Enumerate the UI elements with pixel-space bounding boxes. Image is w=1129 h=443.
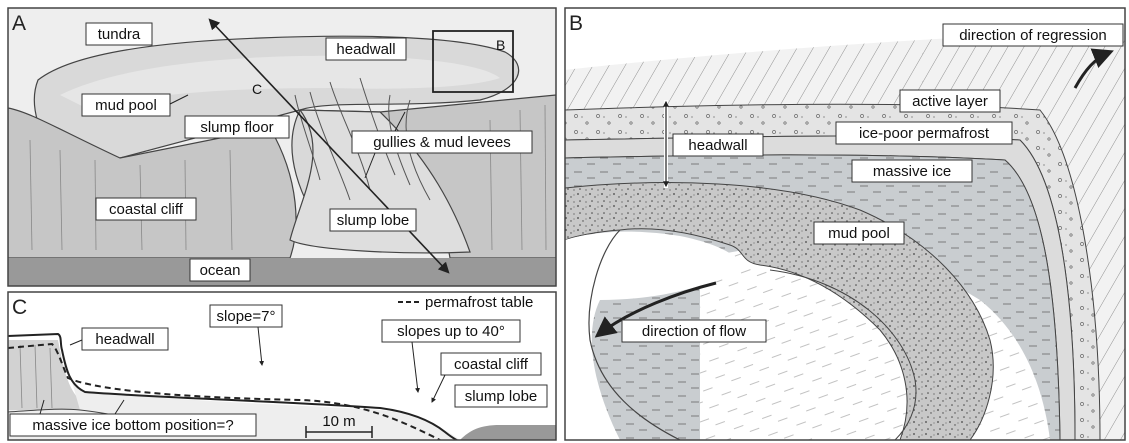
panel-c: C permafrost table slope=7° headwall slo… <box>8 292 556 443</box>
label-headwall-c: headwall <box>95 331 154 348</box>
panel-b: B direction of regression active layer i… <box>565 8 1125 440</box>
label-mud-pool: mud pool <box>95 97 157 114</box>
label-coastal-cliff: coastal cliff <box>109 201 184 218</box>
ocean-area <box>8 258 556 286</box>
label-ice-poor: ice-poor permafrost <box>859 125 990 142</box>
legend-label: permafrost table <box>425 294 533 311</box>
label-coastal-cliff-c: coastal cliff <box>454 356 529 373</box>
label-slopes-up: slopes up to 40° <box>397 323 505 340</box>
label-massive-ice: massive ice <box>873 163 951 180</box>
label-active-layer: active layer <box>912 93 988 110</box>
panel-a-letter: A <box>12 12 26 35</box>
label-slump-lobe: slump lobe <box>337 212 410 229</box>
label-headwall: headwall <box>336 41 395 58</box>
inset-box-b-label: B <box>496 37 505 53</box>
label-tundra: tundra <box>98 26 141 43</box>
label-massive-ice-c: massive ice bottom position=? <box>32 417 233 434</box>
panel-b-letter: B <box>569 12 583 35</box>
panel-c-letter: C <box>12 296 27 319</box>
label-mud-pool-b: mud pool <box>828 225 890 242</box>
scale-bar-label: 10 m <box>322 413 355 430</box>
transect-label: C <box>252 81 262 97</box>
label-headwall-b: headwall <box>688 137 747 154</box>
label-slump-floor: slump floor <box>200 119 273 136</box>
panel-a: A C B tundra headwall mud pool slump flo… <box>8 8 556 286</box>
label-regression: direction of regression <box>959 27 1107 44</box>
label-slump-lobe-c: slump lobe <box>465 388 538 405</box>
label-flow: direction of flow <box>642 323 746 340</box>
label-slope: slope=7° <box>217 308 276 325</box>
label-gullies: gullies & mud levees <box>373 134 511 151</box>
label-ocean: ocean <box>200 262 241 279</box>
